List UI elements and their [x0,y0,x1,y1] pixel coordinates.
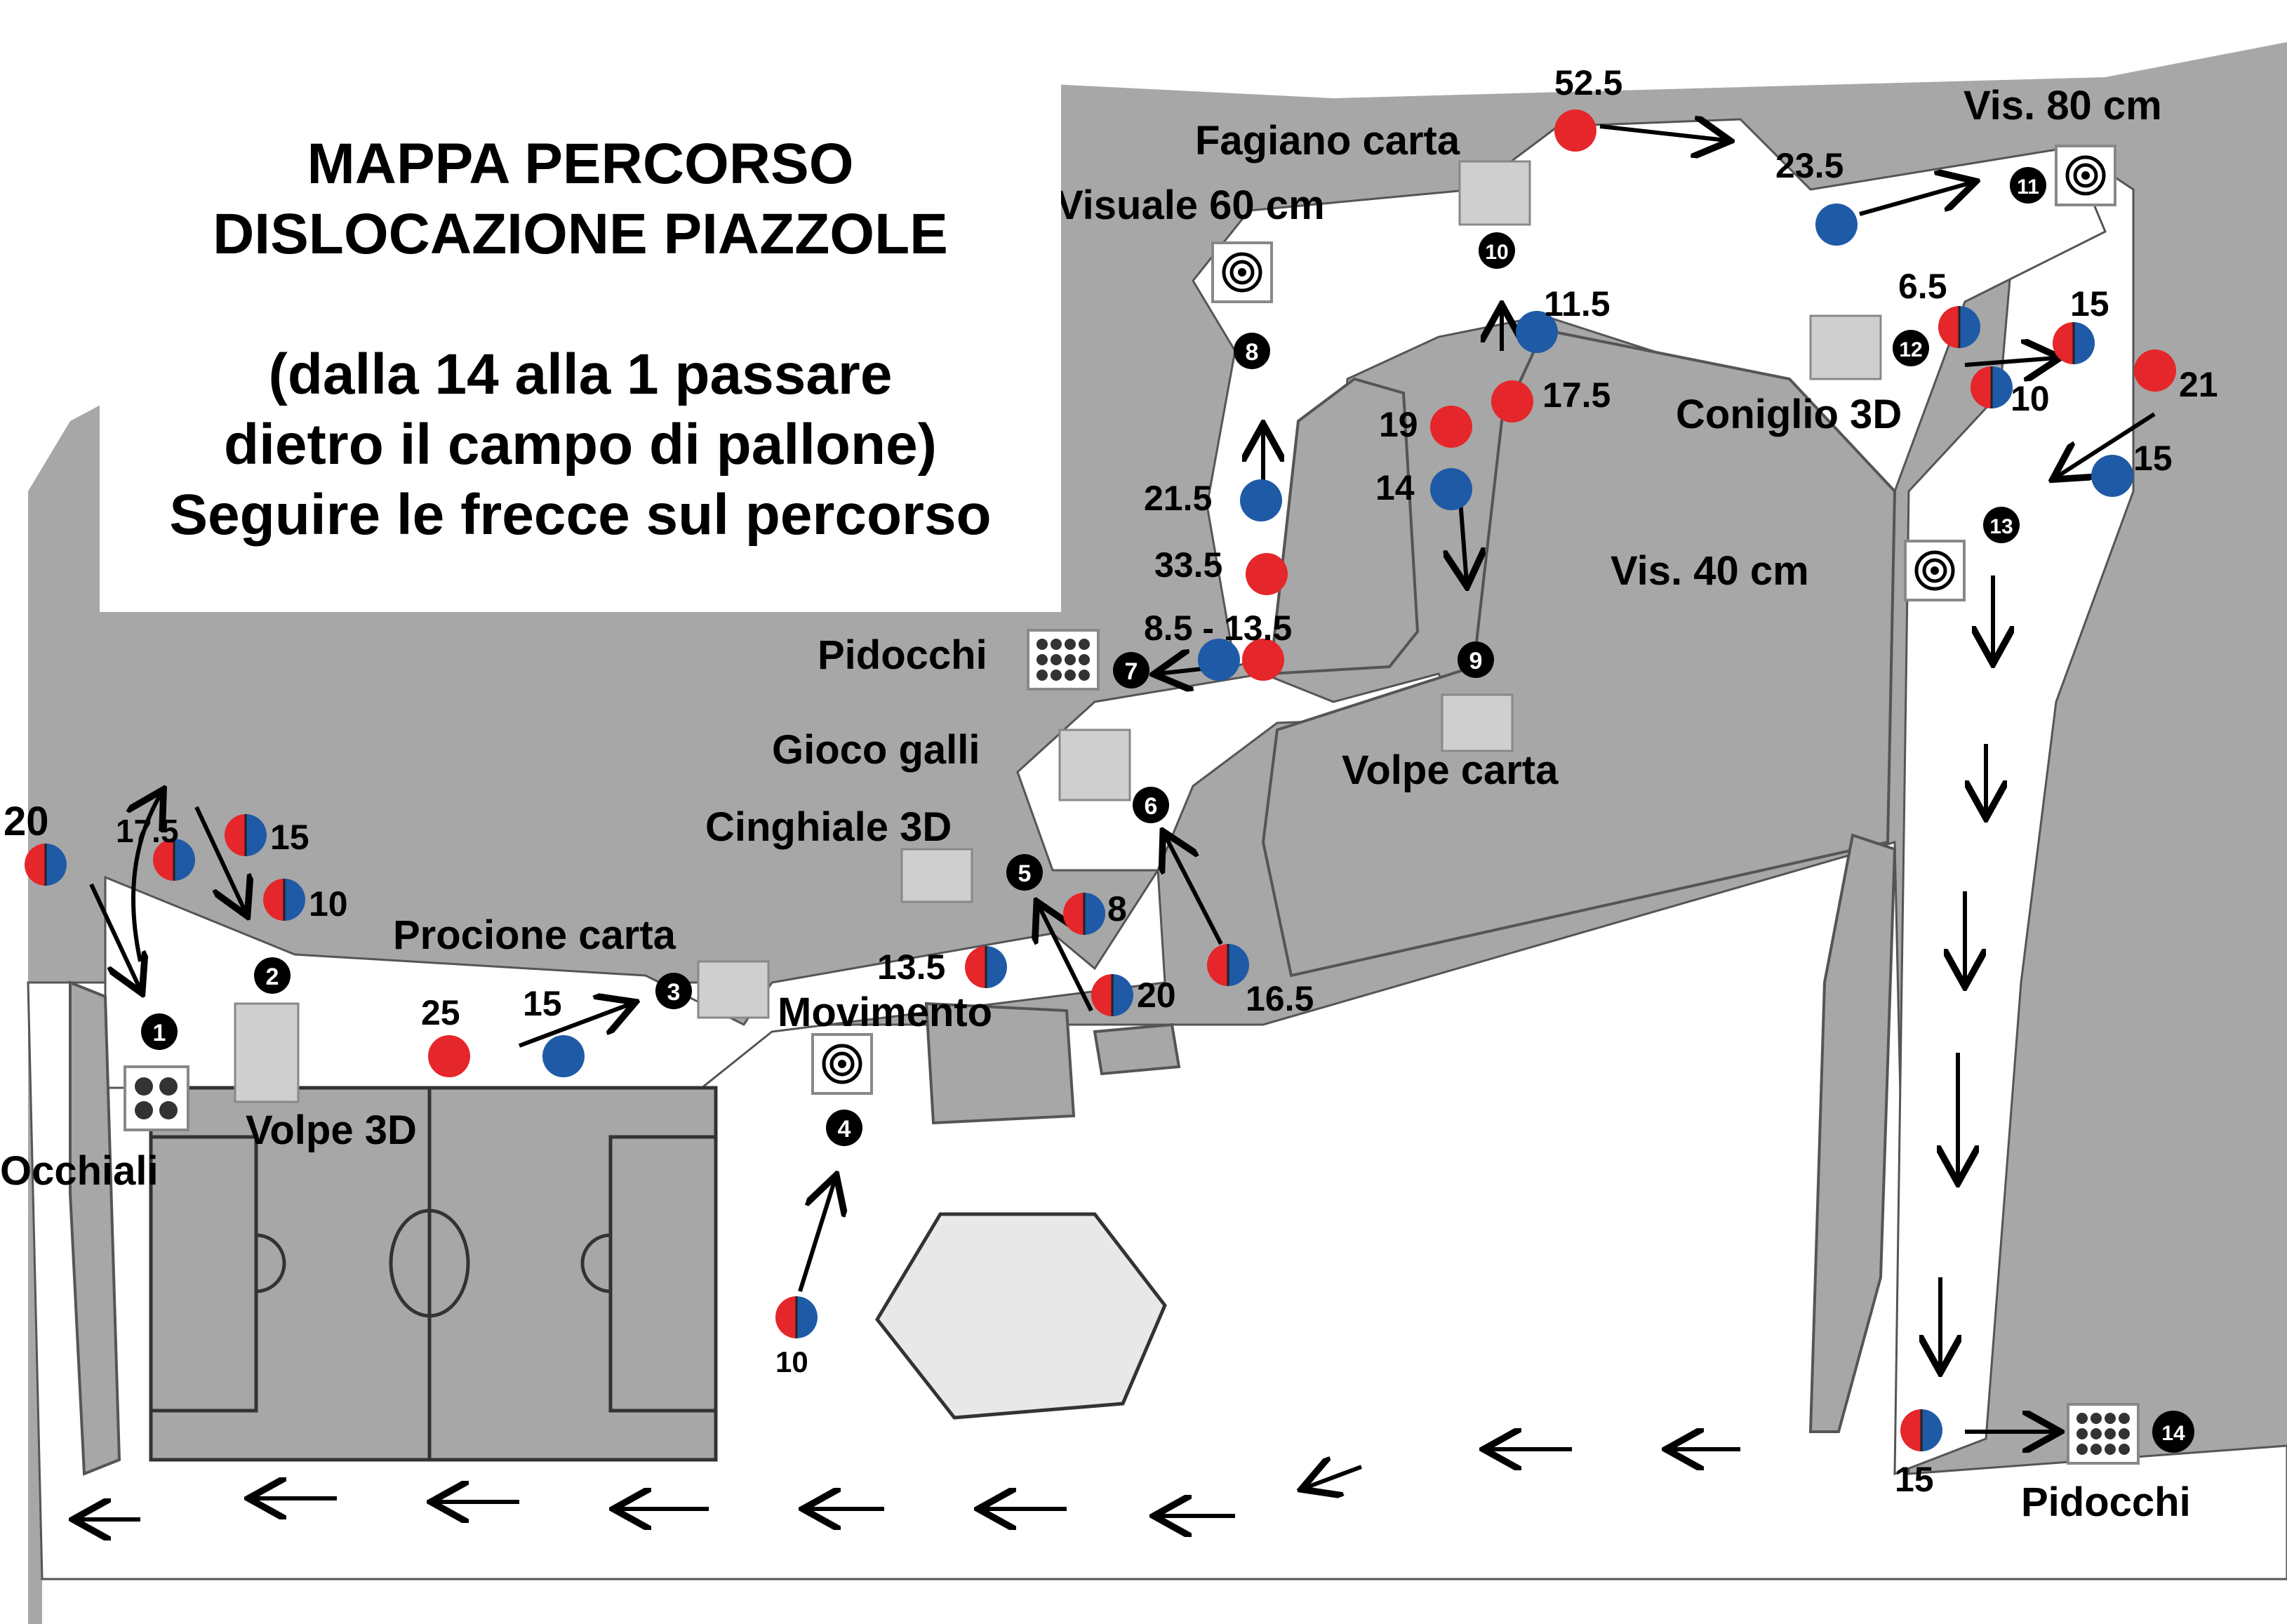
station-2-marker: 2 [254,957,291,994]
label-pidocchi-14: Pidocchi [2021,1479,2191,1525]
title-line-3: (dalla 14 alla 1 passare [268,342,893,406]
svg-text:14: 14 [2161,1422,2185,1445]
label-movimento: Movimento [778,990,992,1035]
label-vis-40: Vis. 40 cm [1611,548,1809,594]
dist-s2a: 17.5 [116,813,179,849]
dist-s8b: 33.5 [1154,545,1222,585]
dist-s9a: 19 [1379,405,1418,444]
svg-text:1: 1 [153,1020,166,1046]
svg-text:5: 5 [1018,860,1032,887]
animal-picture-placeholders [234,160,1882,1103]
grey-blocks [69,328,1897,1476]
station-5-marker: 5 [1006,854,1043,891]
dist-s12a: 6.5 [1898,267,1947,306]
svg-text:3: 3 [667,979,681,1006]
dist-s12b: 15 [2070,284,2109,324]
target-labels: Occhiali Volpe 3D Procione carta Movimen… [0,83,2191,1525]
dist-s6: 16.5 [1246,979,1314,1018]
station-1-marker: 1 [141,1013,178,1050]
svg-text:10: 10 [1485,241,1508,264]
svg-text:8: 8 [1246,339,1259,366]
pidocchi-14-target [2067,1403,2140,1465]
station-14-marker: 14 [2152,1411,2194,1453]
svg-text:7: 7 [1125,658,1138,685]
station-7-marker: 7 [1113,652,1149,688]
dist-s13b: 15 [2133,439,2173,478]
dist-s3a: 25 [421,993,460,1032]
vis-80-target [2056,146,2115,205]
title-box: MAPPA PERCORSO DISLOCAZIONE PIAZZOLE (da… [100,74,1061,612]
dist-s5a: 13.5 [877,947,945,987]
dist-s7: 8.5 - 13.5 [1144,608,1292,648]
dist-s8a: 21.5 [1144,479,1212,518]
title-line-2: DISLOCAZIONE PIAZZOLE [213,202,948,266]
title-line-5: Seguire le frecce sul percorso [169,483,992,547]
dist-s3b: 15 [523,984,562,1023]
dist-s5b: 8 [1107,889,1127,929]
dist-s2b: 15 [270,818,309,857]
dist-s1: 20 [4,799,49,844]
station-3-marker: 3 [655,973,692,1009]
label-coniglio-3d: Coniglio 3D [1676,392,1902,437]
label-occhiali: Occhiali [0,1148,159,1194]
occhiali-target [124,1065,189,1131]
label-pidocchi-7: Pidocchi [818,632,987,678]
dist-s11: 23.5 [1775,146,1843,185]
label-volpe-3d: Volpe 3D [246,1107,417,1153]
dist-s2c: 10 [309,884,348,924]
dist-s9b: 14 [1375,468,1415,507]
title-line-4: dietro il campo di pallone) [224,413,937,477]
dist-s13a: 21 [2179,365,2218,404]
dist-s4: 10 [775,1345,808,1378]
station-12-marker: 12 [1893,330,1929,366]
label-volpe-carta: Volpe carta [1342,747,1559,793]
svg-text:4: 4 [838,1116,851,1143]
label-gioco-galli: Gioco galli [772,727,980,773]
station-13-marker: 13 [1983,507,2020,543]
station-9-marker: 9 [1458,641,1494,678]
label-vis-80: Vis. 80 cm [1963,83,2162,128]
label-visuale-60: Visuale 60 cm [1056,182,1325,228]
route-arrows [77,126,2156,1519]
pidocchi-7-target [1027,629,1100,691]
dist-s10a: 11.5 [1544,284,1611,324]
movimento-target [813,1034,872,1093]
station-10-marker: 10 [1479,232,1515,269]
vis-40-target [1905,541,1964,600]
station-markers: 1 2 3 4 5 6 7 8 9 10 11 12 13 14 [141,167,2194,1453]
station-8-marker: 8 [1234,333,1270,369]
svg-text:11: 11 [2017,175,2039,199]
football-pitch [149,1086,718,1462]
hexagon-area [874,1212,1167,1420]
station-11-marker: 11 [2010,167,2046,204]
dist-s12c: 10 [2011,379,2050,418]
svg-text:12: 12 [1899,338,1922,361]
svg-text:9: 9 [1469,648,1483,674]
station-4-marker: 4 [826,1110,862,1146]
label-fagiano-carta: Fagiano carta [1195,118,1460,164]
label-procione-carta: Procione carta [393,912,676,958]
distance-labels: 20 17.5 15 10 25 15 10 13.5 8 20 16.5 8.… [4,63,2218,1499]
dist-s5c: 20 [1137,976,1176,1015]
dist-s14: 15 [1895,1460,1934,1499]
title-line-1: MAPPA PERCORSO [307,132,854,196]
visuale-60-target [1213,243,1272,302]
station-6-marker: 6 [1133,787,1169,823]
svg-text:13: 13 [1989,515,2013,538]
dist-s10c: 52.5 [1554,63,1622,102]
svg-text:6: 6 [1145,793,1158,820]
svg-text:2: 2 [266,964,279,990]
label-cinghiale-3d: Cinghiale 3D [705,804,952,850]
dist-s10b: 17.5 [1542,375,1611,415]
